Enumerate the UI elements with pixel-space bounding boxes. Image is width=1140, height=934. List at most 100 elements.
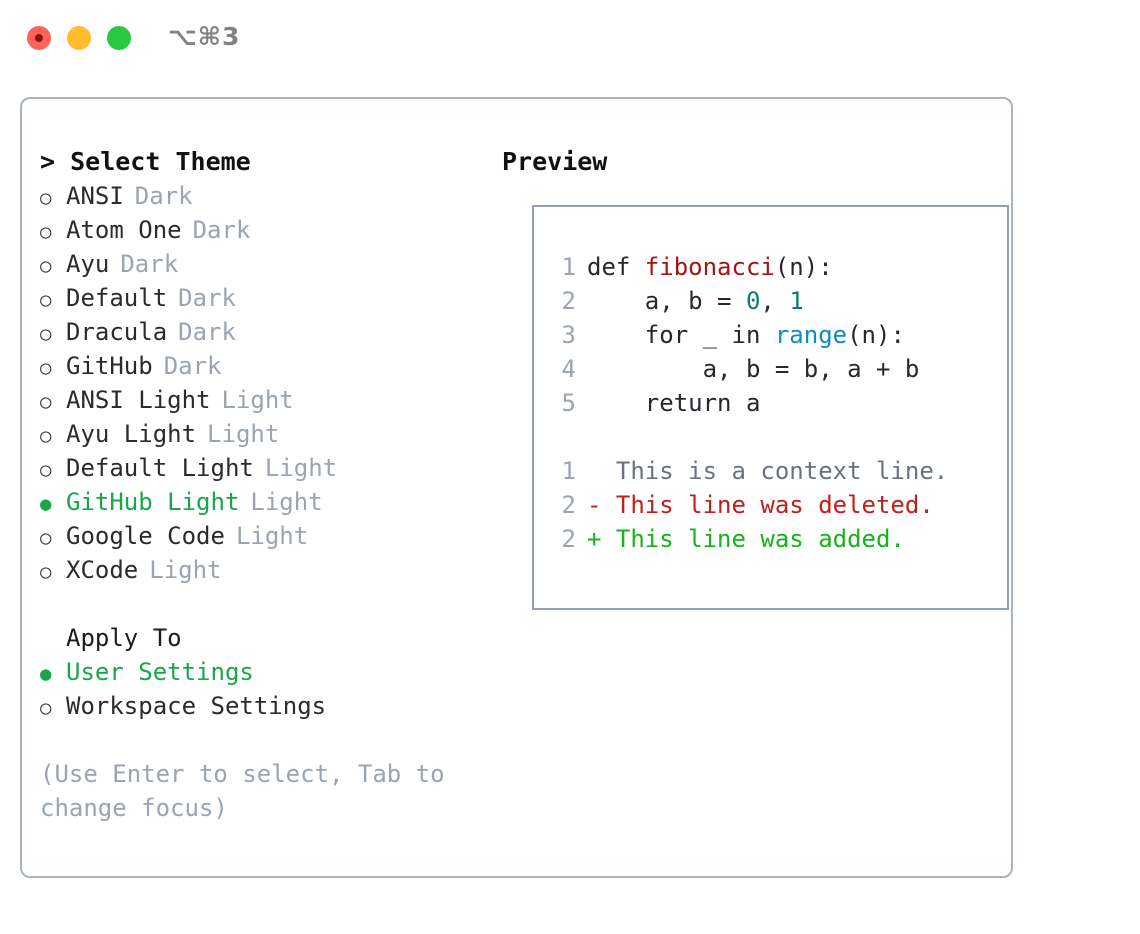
diff-line-number: 1 [561, 457, 576, 485]
code-line-number: 1 [561, 253, 576, 281]
apply-to-heading-label: Apply To [66, 624, 182, 652]
maximize-icon[interactable] [107, 26, 131, 50]
code-line: 2 a, b = 0, 1 [548, 284, 948, 318]
code-line-number: 5 [561, 389, 576, 417]
code-token-call: range [774, 321, 848, 349]
diff-line-text-ctx: This is a context line. [587, 457, 949, 485]
radio-unselected-icon: ○ [40, 323, 52, 345]
code-token-plain: , [760, 287, 790, 315]
theme-option-label: ANSI Light [66, 386, 211, 414]
theme-option-ayu-light[interactable]: ○ Ayu Light Light [40, 417, 490, 451]
radio-unselected-icon: ○ [40, 221, 52, 243]
theme-option-variant: Dark [163, 352, 222, 380]
radio-unselected-icon: ○ [40, 527, 52, 549]
theme-option-variant: Dark [134, 182, 193, 210]
code-token-plain: def [587, 253, 645, 281]
theme-option-variant: Light [149, 556, 222, 584]
theme-option-label: Default [66, 284, 168, 312]
diff-line: 2- This line was deleted. [548, 488, 948, 522]
theme-option-label: XCode [66, 556, 139, 584]
code-line-text: a, b = b, a + b [576, 352, 920, 386]
title-bar: ⌥⌘3 [0, 0, 1140, 78]
minimize-icon[interactable] [67, 26, 91, 50]
theme-option-label: Google Code [66, 522, 225, 550]
theme-option-label: Ayu Light [66, 420, 197, 448]
page-title: > Select Theme [40, 147, 251, 176]
window-controls [27, 26, 131, 50]
keyboard-shortcut-label: ⌥⌘3 [168, 22, 241, 51]
apply-to-list: ● User Settings ○ Workspace Settings [40, 655, 490, 723]
code-token-plain: return a [587, 389, 761, 417]
theme-option-label: Default Light [66, 454, 254, 482]
code-line-text: for _ in range(n): [576, 318, 905, 352]
theme-option-dracula[interactable]: ○ Dracula Dark [40, 315, 490, 349]
diff-line: 1 This is a context line. [548, 454, 949, 488]
radio-unselected-icon: ○ [40, 255, 52, 277]
radio-selected-icon: ● [40, 493, 52, 515]
theme-option-label: Dracula [66, 318, 168, 346]
apply-to-heading: ○ Apply To [40, 621, 490, 655]
theme-option-variant: Dark [178, 318, 236, 346]
theme-option-ayu[interactable]: ○ Ayu Dark [40, 247, 490, 281]
radio-unselected-icon: ○ [40, 561, 52, 583]
code-line: 5 return a [548, 386, 948, 420]
code-token-fn: fibonacci [644, 253, 775, 281]
code-token-plain: (n): [847, 321, 905, 349]
radio-unselected-icon: ○ [40, 459, 52, 481]
theme-option-label: ANSI [66, 182, 124, 210]
code-token-plain: a, b = b, a + b [587, 355, 920, 383]
theme-option-xcode[interactable]: ○ XCode Light [40, 553, 490, 587]
theme-option-variant: Dark [120, 250, 179, 278]
apply-to-option-user-settings[interactable]: ● User Settings [40, 655, 490, 689]
apply-to-heading-marker: ○ [40, 623, 66, 657]
apply-to-option-label: Workspace Settings [66, 692, 327, 720]
diff-line-text-add: + This line was added. [587, 525, 905, 553]
code-token-plain: a, b = [587, 287, 746, 315]
theme-option-variant: Dark [192, 216, 251, 244]
radio-unselected-icon: ○ [40, 187, 52, 209]
list-spacer [40, 587, 490, 621]
code-token-num: 1 [789, 287, 804, 315]
preview-heading: Preview [502, 147, 608, 176]
theme-option-label: GitHub Light [66, 488, 240, 516]
code-line-number: 3 [561, 321, 576, 349]
diff-line: 2+ This line was added. [548, 522, 948, 556]
code-token-plain: for _ in [587, 321, 775, 349]
code-line-text: return a [576, 386, 761, 420]
keyboard-hint: (Use Enter to select, Tab to change focu… [40, 760, 445, 822]
radio-unselected-icon: ○ [40, 697, 52, 719]
radio-unselected-icon: ○ [40, 391, 52, 413]
code-line: 4 a, b = b, a + b [548, 352, 948, 386]
apply-to-option-label: User Settings [66, 658, 254, 686]
theme-option-label: Ayu [66, 250, 110, 278]
theme-option-google-code[interactable]: ○ Google Code Light [40, 519, 490, 553]
theme-option-variant: Light [235, 522, 309, 550]
code-token-num: 0 [745, 287, 761, 315]
code-line-number: 4 [561, 355, 576, 383]
apply-to-option-workspace-settings[interactable]: ○ Workspace Settings [40, 689, 490, 723]
code-line: 3 for _ in range(n): [548, 318, 948, 352]
theme-option-ansi[interactable]: ○ ANSI Dark [40, 179, 490, 213]
theme-option-variant: Dark [178, 284, 236, 312]
radio-unselected-icon: ○ [40, 425, 52, 447]
radio-selected-icon: ● [40, 663, 52, 685]
theme-option-default[interactable]: ○ Default Dark [40, 281, 490, 315]
radio-unselected-icon: ○ [40, 289, 52, 311]
close-icon[interactable] [27, 26, 51, 50]
theme-option-variant: Light [207, 420, 280, 448]
code-line-text: def fibonacci(n): [576, 250, 833, 284]
diff-line-text-del: - This line was deleted. [587, 491, 934, 519]
